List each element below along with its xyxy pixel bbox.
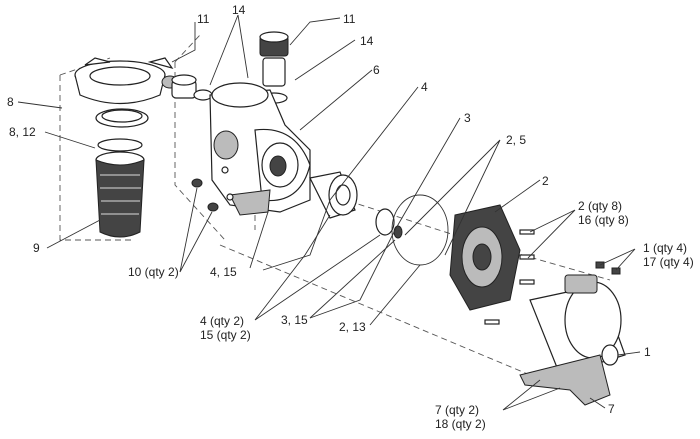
callout-4-top: 4 xyxy=(421,80,428,94)
lid-o-ring xyxy=(95,108,149,152)
seal-plate-bolts xyxy=(484,229,535,325)
callout-7: 7 xyxy=(608,402,615,416)
leader-7 xyxy=(589,397,606,409)
diffuser xyxy=(309,171,358,219)
callout-8-12: 8, 12 xyxy=(9,125,36,139)
callout-2-13: 2, 13 xyxy=(339,320,366,334)
leader-11b xyxy=(289,17,341,46)
strainer-cover-assembly xyxy=(74,57,179,105)
assembly-guide-11 xyxy=(174,62,226,241)
strainer-basket xyxy=(95,151,145,238)
callout-3-top: 3 xyxy=(464,111,471,125)
callout-1-qty-4: 1 (qty 4) xyxy=(643,241,688,255)
callout-2-5: 2, 5 xyxy=(506,133,527,147)
callout-11-left: 11 xyxy=(197,12,210,26)
callout-11-right: 11 xyxy=(343,12,356,26)
assembly-guide-shaft xyxy=(329,194,611,281)
callout-3-15: 3, 15 xyxy=(281,313,308,327)
motor-support-base xyxy=(519,354,611,406)
leader-11a xyxy=(171,22,196,63)
impeller xyxy=(375,208,403,239)
leader-3a xyxy=(309,117,461,319)
callout-8: 8 xyxy=(7,95,14,109)
leader-812 xyxy=(44,131,96,149)
callout-17-qty-4: 17 (qty 4) xyxy=(643,255,694,269)
leader-7q2 xyxy=(502,379,561,411)
leader-14b xyxy=(294,39,356,81)
callout-16-qty-8: 16 (qty 8) xyxy=(578,213,629,227)
leader-415 xyxy=(249,211,269,269)
motor xyxy=(529,261,626,376)
callout-6: 6 xyxy=(373,63,380,77)
leader-213 xyxy=(369,264,421,326)
leader-4a xyxy=(262,86,419,271)
callout-14-left: 14 xyxy=(232,3,246,17)
drain-plugs xyxy=(191,166,234,212)
union-adapter-left xyxy=(171,74,213,101)
leader-2 xyxy=(494,179,541,213)
assembly-guide-8 xyxy=(59,75,135,241)
leader-315 xyxy=(309,239,396,319)
leader-25 xyxy=(404,139,501,256)
callout-4-15: 4, 15 xyxy=(210,265,237,279)
callout-10-qty-2: 10 (qty 2) xyxy=(128,265,179,279)
callout-7-qty-2: 7 (qty 2) xyxy=(435,403,480,417)
leader-4q2 xyxy=(254,214,381,321)
callout-9: 9 xyxy=(33,241,40,255)
callout-14-right: 14 xyxy=(360,34,374,48)
leader-9 xyxy=(46,219,101,249)
callout-15-qty-2: 15 (qty 2) xyxy=(200,328,251,342)
leader-2q8 xyxy=(527,209,576,259)
leader-1q4 xyxy=(599,248,636,271)
leader-8 xyxy=(17,101,63,109)
leader-14a xyxy=(209,14,249,86)
assembly-guide-11-top xyxy=(174,34,201,63)
leader-10q2 xyxy=(179,187,213,273)
callout-18-qty-2: 18 (qty 2) xyxy=(435,417,486,431)
callout-2: 2 xyxy=(542,174,549,188)
callout-4-qty-2: 4 (qty 2) xyxy=(200,314,245,328)
callout-2-qty-8: 2 (qty 8) xyxy=(578,199,623,213)
leader-1 xyxy=(617,351,641,356)
callout-1: 1 xyxy=(644,345,651,359)
seal-plate xyxy=(449,204,521,311)
assembly-guide-base xyxy=(219,244,531,376)
pump-housing xyxy=(209,82,311,216)
leader-6 xyxy=(299,69,373,131)
